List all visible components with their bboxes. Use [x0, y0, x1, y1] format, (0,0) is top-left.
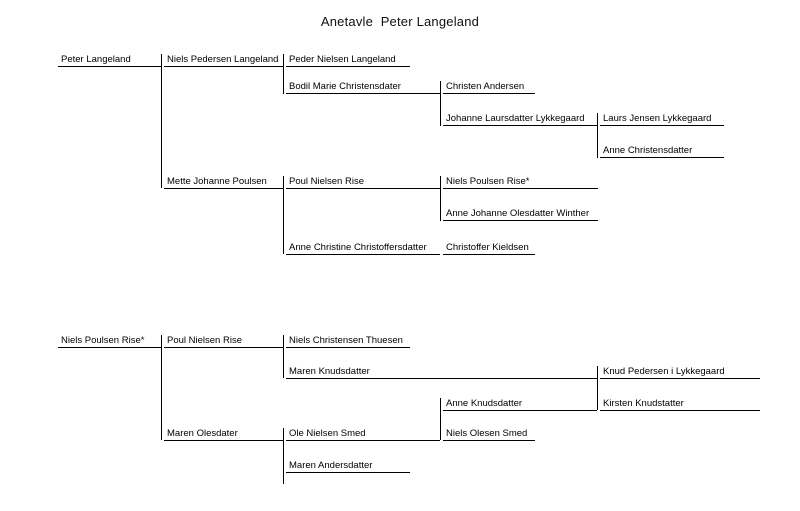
person-node-anne-christine-christoffersdatter[interactable]: Anne Christine Christoffersdatter: [286, 242, 440, 255]
person-node-anne-christensdatter[interactable]: Anne Christensdatter: [600, 145, 724, 158]
connector-vertical-knudsdatter-parents: [597, 366, 598, 410]
person-node-christen-andersen[interactable]: Christen Andersen: [443, 81, 535, 94]
person-node-bodil-marie-christensdater[interactable]: Bodil Marie Christensdater: [286, 81, 440, 94]
person-node-mette-johanne-poulsen[interactable]: Mette Johanne Poulsen: [164, 176, 283, 189]
connector-vertical-lykkegaard-branch: [597, 113, 598, 158]
person-node-maren-andersdatter[interactable]: Maren Andersdatter: [286, 460, 410, 473]
person-node-johanne-laursdatter-lykkegaard[interactable]: Johanne Laursdatter Lykkegaard: [443, 113, 597, 126]
connector-vertical-poulsen-branch: [283, 176, 284, 254]
connector-vertical-rise-branch: [440, 176, 441, 221]
person-node-christoffer-kieldsen[interactable]: Christoffer Kieldsen: [443, 242, 535, 255]
connector-vertical-gen1-bottom: [161, 335, 162, 440]
person-node-laurs-jensen-lykkegaard[interactable]: Laurs Jensen Lykkegaard: [600, 113, 724, 126]
person-node-anne-knudsdatter[interactable]: Anne Knudsdatter: [443, 398, 597, 411]
person-node-niels-olesen-smed[interactable]: Niels Olesen Smed: [443, 428, 535, 441]
person-node-ole-nielsen-smed[interactable]: Ole Nielsen Smed: [286, 428, 440, 441]
person-node-niels-poulsen-rise-root[interactable]: Niels Poulsen Rise*: [58, 335, 161, 348]
person-node-niels-poulsen-rise[interactable]: Niels Poulsen Rise*: [443, 176, 598, 189]
person-node-poul-nielsen-rise[interactable]: Poul Nielsen Rise: [286, 176, 440, 189]
connector-vertical-olesdater-branch: [283, 428, 284, 484]
person-node-anne-johanne-olesdatter-winther[interactable]: Anne Johanne Olesdatter Winther: [443, 208, 598, 221]
person-node-maren-knudsdatter[interactable]: Maren Knudsdatter: [286, 366, 597, 379]
person-node-knud-pedersen-i-lykkegaard[interactable]: Knud Pedersen i Lykkegaard: [600, 366, 760, 379]
person-node-peter-langeland[interactable]: Peter Langeland: [58, 54, 161, 67]
person-node-poul-nielsen-rise-2[interactable]: Poul Nielsen Rise: [164, 335, 283, 348]
person-node-kirsten-knudstatter[interactable]: Kirsten Knudstatter: [600, 398, 760, 411]
person-node-maren-olesdater[interactable]: Maren Olesdater: [164, 428, 283, 441]
connector-vertical-gen1-top: [161, 54, 162, 188]
connector-vertical-christensdater-branch: [440, 81, 441, 126]
connector-vertical-langeland-branch: [283, 54, 284, 94]
person-node-niels-pedersen-langeland[interactable]: Niels Pedersen Langeland: [164, 54, 283, 67]
connector-vertical-anne-knudsdatter-branch: [440, 398, 441, 440]
page-title: Anetavle Peter Langeland: [320, 14, 480, 29]
connector-vertical-thuesen-branch: [283, 335, 284, 378]
person-node-peder-nielsen-langeland[interactable]: Peder Nielsen Langeland: [286, 54, 410, 67]
person-node-niels-christensen-thuesen[interactable]: Niels Christensen Thuesen: [286, 335, 410, 348]
